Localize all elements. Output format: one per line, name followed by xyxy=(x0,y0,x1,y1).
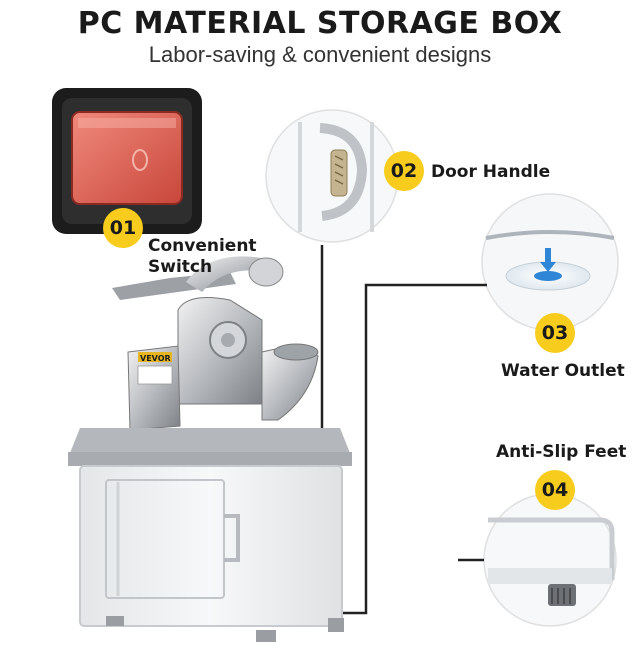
water-outlet-closeup-photo xyxy=(481,193,619,331)
callout-badge-02: 02 xyxy=(384,151,424,191)
door-handle-closeup-photo xyxy=(265,109,399,243)
callout-badge-03: 03 xyxy=(535,313,575,353)
anti-slip-feet-closeup-photo xyxy=(483,493,617,627)
callout-label-water-outlet: Water Outlet xyxy=(501,361,625,381)
callout-label-anti-slip-feet: Anti-Slip Feet xyxy=(496,442,627,462)
callout-badge-01: 01 xyxy=(103,208,143,248)
callout-badge-04: 04 xyxy=(535,470,575,510)
storage-box xyxy=(68,428,352,642)
page-subtitle: Labor-saving & convenient designs xyxy=(148,42,492,67)
callout-label-switch: Switch xyxy=(148,257,213,277)
page-title: PC MATERIAL STORAGE BOX xyxy=(77,6,563,41)
callout-label-door-handle: Door Handle xyxy=(431,162,551,182)
brand-label: VEVOR xyxy=(140,354,171,363)
ice-shaver-machine xyxy=(112,256,319,431)
callout-label-convenient: Convenient xyxy=(148,236,257,256)
switch-closeup-photo xyxy=(52,88,202,234)
